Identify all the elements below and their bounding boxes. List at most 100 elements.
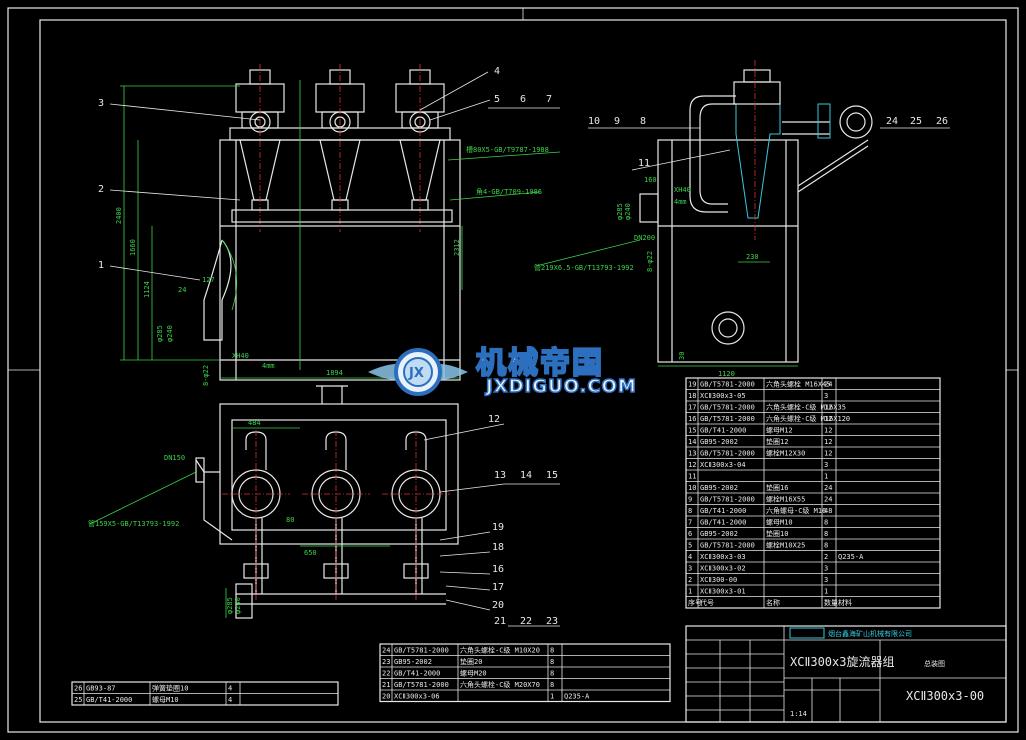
front-leader-1	[221, 239, 238, 311]
note-pipe-219: 管219X6.5-GB/T13793-1992	[534, 263, 634, 272]
leader-3	[109, 103, 261, 121]
bom-bottom-cell: 8	[550, 658, 554, 666]
bom-right-cell: GB/T41-2000	[700, 427, 746, 435]
bom-right-cell: 代号	[700, 598, 714, 607]
side-inlet-flange	[639, 193, 659, 223]
bom-right-cell: GB/T5781-2000	[700, 415, 755, 423]
leader-2	[109, 189, 241, 201]
balloon-18: 18	[492, 542, 504, 553]
note-pipe-159: 管159X5-GB/T13793-1992	[88, 519, 179, 528]
bom-bottom-cell: 8	[550, 670, 554, 678]
bom-left-cell: GB93-87	[86, 685, 116, 693]
balloon-24: 24	[886, 116, 898, 127]
balloon-14: 14	[520, 470, 532, 481]
bom-bottom-cell: 23	[382, 658, 390, 666]
bom-right-cell: 六角螺母-C级 M16	[766, 506, 826, 515]
bom-right-cell: XCⅡ300x3-02	[700, 565, 746, 573]
bom-right-cell: Q235-A	[838, 553, 864, 561]
bom-bottom-cell: 8	[550, 681, 554, 689]
side-cyclone	[735, 103, 781, 219]
bom-right-cell: 序号	[688, 598, 702, 607]
bom-left-cell: 弹簧垫圈10	[152, 684, 188, 693]
balloon-8: 8	[640, 116, 646, 127]
bom-right-cell: 数量	[824, 598, 838, 607]
bom-right-cell: 垫圈10	[766, 529, 788, 538]
top-cyclone-3	[382, 430, 450, 600]
bom-bottom-cell: XCⅡ300x3-06	[394, 693, 440, 701]
bom-left-cell: GB/T41-2000	[86, 696, 132, 704]
bom-bottom-frame	[379, 643, 671, 703]
top-feed-flange	[235, 583, 253, 619]
bom-right-cell: XCⅡ300x3-03	[700, 553, 746, 561]
leader-note-1	[447, 151, 561, 161]
bom-right-cell: 垫圈12	[766, 437, 788, 446]
bom-right-cell: 螺母M12	[766, 426, 793, 435]
side-frame	[657, 139, 799, 363]
front-view	[109, 64, 561, 381]
front-cyclone-1	[235, 64, 285, 232]
balloon-20: 20	[492, 600, 504, 611]
bom-right-cell: 8	[824, 519, 828, 527]
balloon-19: 19	[492, 522, 504, 533]
dim-1660: 1660	[129, 239, 137, 256]
bom-right-cell: GB/T5781-2000	[700, 404, 755, 412]
balloon-10: 10	[588, 116, 600, 127]
balloon-25: 25	[910, 116, 922, 127]
side-feed-flange	[839, 105, 873, 139]
title-block-frame	[685, 625, 1007, 723]
bom-bottom-cell: GB/T41-2000	[394, 670, 440, 678]
front-inlet-pipe	[203, 239, 232, 341]
leader-note-3	[535, 239, 641, 267]
watermark-en: JXDIGUO.COM	[485, 375, 637, 398]
leader-19	[439, 531, 491, 541]
bom-bottom-cell: 螺母M20	[460, 669, 487, 678]
bom-right-cell: GB/T5781-2000	[700, 542, 755, 550]
bom-left-cell: 26	[74, 685, 82, 693]
top-frame	[219, 403, 459, 545]
top-frame-inner	[231, 419, 447, 531]
top-cyclones	[222, 430, 450, 600]
dim-230: 230	[746, 253, 759, 261]
balloon-4: 4	[494, 66, 500, 77]
bom-right-cell: 3	[824, 576, 828, 584]
bom-right-cell: 18	[688, 392, 696, 400]
bom-right-cell: 2	[688, 576, 692, 584]
bom-right-cell: GB/T41-2000	[700, 519, 746, 527]
bom-right-cell: 24	[824, 496, 832, 504]
bom-right-cell: GB/T5781-2000	[700, 450, 755, 458]
dim-2400: 2400	[115, 207, 123, 224]
dim-80: 80	[286, 516, 294, 524]
bom-right-cell: 12	[824, 450, 832, 458]
dim-8-22-side: 8-φ22	[646, 251, 654, 272]
company-name: 烟台鑫海矿山机械有限公司	[828, 629, 912, 638]
dim-1894: 1894	[326, 369, 343, 377]
bom-right-cell: 4	[688, 553, 692, 561]
bom-right-cell: 15	[688, 427, 696, 435]
bom-right-cell: 24	[824, 381, 832, 389]
bom-right-cell: 8	[824, 530, 828, 538]
bom-right-cell: 13	[688, 450, 696, 458]
side-feed-bore	[846, 112, 866, 132]
leader-note-4	[89, 471, 197, 525]
watermark-emblem-text: JX	[408, 366, 424, 381]
side-feed-valve	[817, 103, 831, 139]
bom-right-cell: 12	[824, 415, 832, 423]
side-overflow-pipe	[689, 95, 736, 213]
dim-650: 650	[304, 549, 317, 557]
bom-right-cell: 3	[824, 392, 828, 400]
dim-dn200: DN200	[634, 234, 655, 242]
balloon-9: 9	[614, 116, 620, 127]
side-brace	[797, 139, 869, 187]
bom-right-cell: 48	[824, 507, 832, 515]
balloon-26: 26	[936, 116, 948, 127]
bom-right-cell: XCⅡ300x3-01	[700, 588, 746, 596]
bom-left-cell: 4	[228, 685, 232, 693]
bom-right-cell: 2	[824, 553, 828, 561]
bom-right-cell: XCⅡ300-00	[700, 576, 737, 584]
dim-160: 160	[644, 176, 657, 184]
dim-xh40-front: XH40	[232, 352, 249, 360]
bom-bottom-cell: 21	[382, 681, 390, 689]
bom-right-cell: 12	[824, 427, 832, 435]
side-brace-2	[797, 145, 869, 193]
